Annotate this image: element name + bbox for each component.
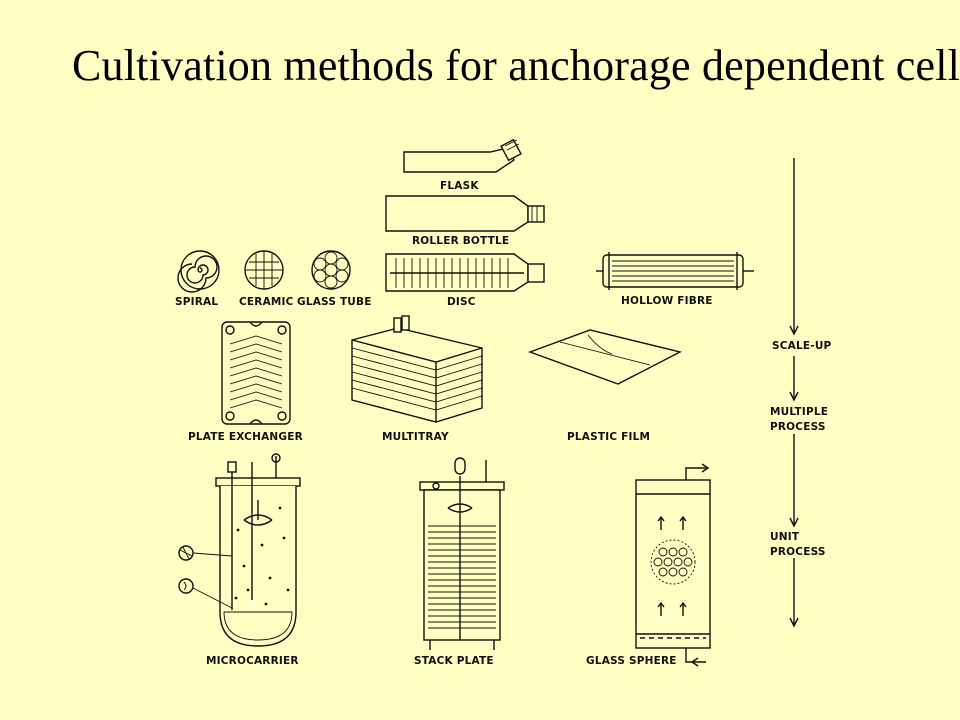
- disc-label: DISC: [447, 296, 476, 308]
- stack-plate-drawing: [419, 457, 505, 650]
- ceramic-label: CERAMIC: [239, 296, 294, 308]
- microcarrier-drawing: [178, 453, 301, 647]
- glass-sphere-label: GLASS SPHERE: [586, 655, 677, 667]
- glass-tube-drawing: [311, 250, 351, 290]
- unit-process-label-2: PROCESS: [770, 546, 826, 558]
- microcarrier-label: MICROCARRIER: [206, 655, 299, 667]
- multiple-process-label-1: MULTIPLE: [770, 406, 828, 418]
- flask-label: FLASK: [440, 180, 479, 192]
- ceramic-drawing: [244, 250, 284, 290]
- multitray-label: MULTITRAY: [382, 431, 449, 443]
- plate-exchanger-label: PLATE EXCHANGER: [188, 431, 303, 443]
- disc-bottle-drawing: [385, 253, 545, 292]
- glass-sphere-drawing: [635, 463, 711, 667]
- stack-plate-label: STACK PLATE: [414, 655, 494, 667]
- flask-drawing: [403, 138, 522, 173]
- spiral-label: SPIRAL: [175, 296, 218, 308]
- glass-tube-label: GLASS TUBE: [297, 296, 372, 308]
- multiple-process-label-2: PROCESS: [770, 421, 826, 433]
- multitray-drawing: [351, 315, 483, 423]
- plastic-film-label: PLASTIC FILM: [567, 431, 650, 443]
- spiral-drawing: [177, 250, 220, 293]
- hollow-fibre-drawing: [596, 252, 754, 290]
- slide-title: Cultivation methods for anchorage depend…: [72, 41, 960, 90]
- roller-bottle-drawing: [385, 195, 545, 232]
- unit-process-label-1: UNIT: [770, 531, 800, 543]
- scale-up-label: SCALE-UP: [772, 340, 832, 352]
- roller-bottle-label: ROLLER BOTTLE: [412, 235, 509, 247]
- scale-up-axis: [789, 158, 799, 628]
- hollow-fibre-label: HOLLOW FIBRE: [621, 295, 713, 307]
- plate-exchanger-drawing: [221, 321, 291, 425]
- plastic-film-drawing: [527, 329, 682, 385]
